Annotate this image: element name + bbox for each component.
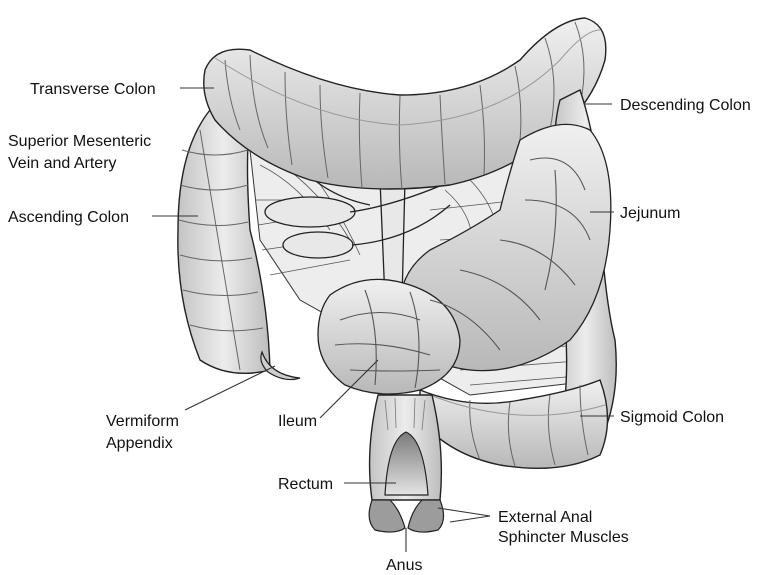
label-ascending-colon: Ascending Colon	[8, 209, 129, 226]
sigmoid-colon	[420, 380, 608, 468]
label-rectum: Rectum	[278, 476, 333, 493]
label-superior-mesenteric-2: Vein and Artery	[8, 155, 117, 172]
label-superior-mesenteric-1: Superior Mesenteric	[8, 133, 151, 150]
label-descending-colon: Descending Colon	[620, 97, 751, 114]
label-external-anal-2: Sphincter Muscles	[498, 529, 629, 546]
external-anal-sphincter	[369, 500, 443, 532]
label-vermiform-1: Vermiform	[106, 413, 179, 430]
label-vermiform-2: Appendix	[106, 435, 173, 452]
label-sigmoid-colon: Sigmoid Colon	[620, 409, 724, 426]
label-anus: Anus	[386, 557, 422, 574]
label-transverse-colon: Transverse Colon	[30, 81, 156, 98]
rectum	[370, 395, 442, 500]
label-jejunum: Jejunum	[620, 205, 680, 222]
label-ileum: Ileum	[278, 413, 317, 430]
label-external-anal-1: External Anal	[498, 509, 592, 526]
